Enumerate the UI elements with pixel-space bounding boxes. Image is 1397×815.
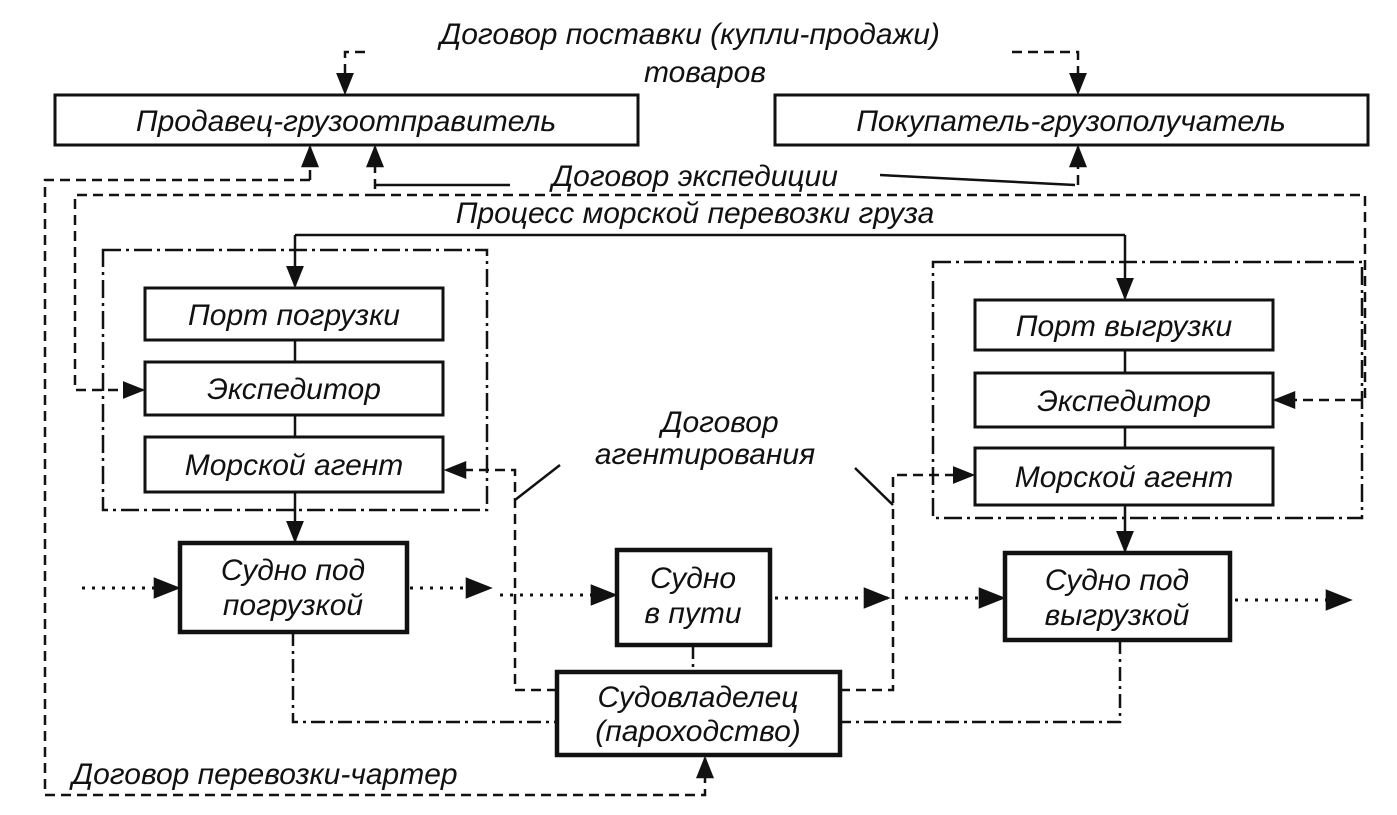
agency-contract-label: Договор [658, 406, 778, 439]
shipowner-box: Судовладелец (пароходство) [554, 669, 843, 758]
charter-contract-label: Договор перевозки-чартер [69, 758, 458, 791]
expedition-line-left [73, 144, 384, 399]
vessel-transit-label-2: в пути [644, 597, 741, 630]
unloading-port-group [931, 260, 1364, 520]
unloading-agent-box: Морской агент [973, 446, 1275, 507]
loading-forwarder-label: Экспедитор [207, 373, 381, 406]
agency-line-left [443, 461, 557, 692]
vessel-loading-label: Судно под [221, 554, 365, 587]
expedition-line-right [1078, 193, 1367, 409]
buyer-box: Покупатель-грузополучатель [773, 93, 1370, 147]
process-label: Процесс морской перевозки груза [456, 197, 935, 230]
seller-label: Продавец-грузоотправитель [136, 105, 556, 138]
unloading-port-label: Порт выгрузки [1016, 310, 1233, 343]
vessel-unloading-box: Судно под выгрузкой [1002, 550, 1233, 643]
agency-line-right [840, 466, 976, 692]
shipowner-label: Судовладелец [598, 681, 799, 714]
vessel-transit-box: Судно в пути [614, 547, 773, 648]
supply-contract-label: Договор поставки (купли-продажи) [437, 18, 940, 51]
expedition-contract-label: Договор экспедиции [549, 160, 838, 193]
unloading-forwarder-label: Экспедитор [1037, 385, 1211, 418]
loading-port-box: Порт погрузки [143, 286, 445, 342]
vessel-unloading-label: Судно под [1045, 564, 1189, 597]
shipowner-label-2: (пароходство) [595, 715, 801, 748]
unloading-port-box: Порт выгрузки [973, 298, 1275, 352]
loading-port-group [101, 248, 489, 512]
loading-port-label: Порт погрузки [188, 299, 400, 332]
unloading-agent-label: Морской агент [1015, 461, 1234, 494]
loading-forwarder-box: Экспедитор [143, 360, 445, 417]
agency-contract-label-2: агентирования [595, 438, 815, 471]
expedition-connector-right [879, 173, 1076, 187]
loading-agent-label: Морской агент [185, 449, 404, 482]
supply-arrow-right [1012, 50, 1087, 96]
loading-agent-box: Морской агент [143, 435, 445, 494]
agency-leaders [514, 464, 894, 506]
supply-arrow-left [336, 50, 365, 96]
owner-links [291, 632, 1122, 724]
supply-contract-label-2: товаров [644, 56, 766, 89]
vessel-transit-label: Судно [650, 562, 736, 595]
buyer-label: Покупатель-грузополучатель [856, 105, 1286, 138]
vessel-loading-label-2: погрузкой [223, 589, 363, 622]
vessel-unloading-label-2: выгрузкой [1045, 599, 1190, 632]
vessel-loading-box: Судно под погрузкой [177, 540, 410, 635]
seller-box: Продавец-грузоотправитель [53, 93, 640, 147]
unloading-forwarder-box: Экспедитор [973, 371, 1275, 429]
